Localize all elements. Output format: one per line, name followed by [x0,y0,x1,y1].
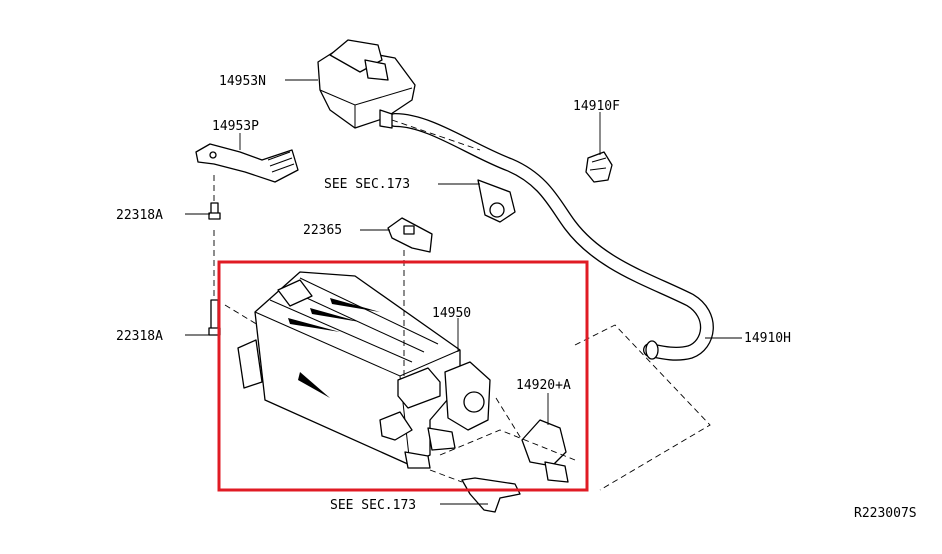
callout-sensor: 22365 [303,223,342,238]
callout-clip: 14910F [573,99,620,114]
callout-tank-top: 14953N [219,74,266,89]
vapor-hose-14910h [388,113,714,361]
tank-top-part-14953n [317,39,416,129]
lower-connector-hose [461,477,521,513]
callout-bracket: 14953P [212,119,259,134]
sensor-22365 [387,217,433,253]
reference-code: R223007S [854,506,917,521]
callout-bolt-lower: 22318A [116,329,163,344]
leader-lines [185,79,742,505]
callout-bolt-upper: 22318A [116,208,163,223]
highlight-box [217,260,589,492]
hose-clip-14910f [585,151,613,183]
purge-valve-14920a [521,419,569,483]
callout-see-sec-lower: SEE SEC.173 [330,498,416,513]
assembly-dashed-lines [213,119,711,491]
upper-connector-fitting [477,179,516,223]
evap-canister-14950 [237,271,491,469]
callout-valve: 14920+A [516,378,571,393]
callout-see-sec-upper: SEE SEC.173 [324,177,410,192]
bracket-14953p [195,143,299,183]
callout-hose: 14910H [744,331,791,346]
callout-canister: 14950 [432,306,471,321]
bolt-upper [208,202,221,220]
